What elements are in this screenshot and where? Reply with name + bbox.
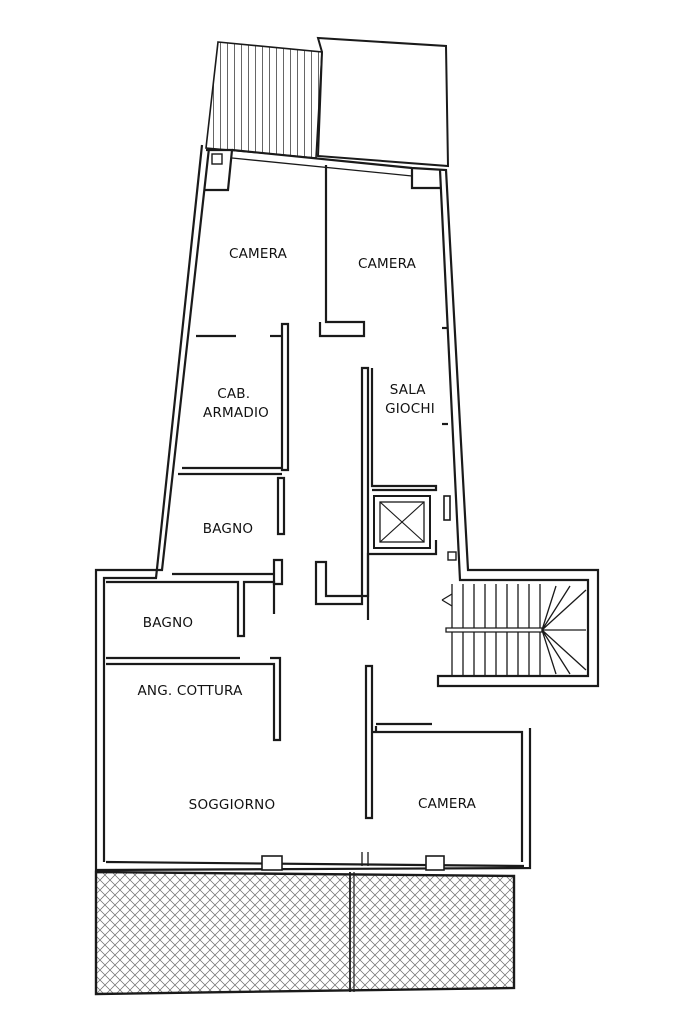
room-label-bagno-1: BAGNO	[203, 521, 253, 537]
room-label-soggiorno: SOGGIORNO	[189, 797, 276, 813]
outer-walls	[94, 144, 600, 872]
room-label-ang-cottura: ANG. COTTURA	[137, 683, 243, 699]
room-label-cab-armadio: CAB. ARMADIO	[203, 386, 269, 421]
room-label-sala-giochi: SALA GIOCHI	[385, 382, 435, 417]
terrace	[94, 870, 516, 996]
room-label-camera-2: CAMERA	[358, 256, 417, 272]
room-labels: CAMERA CAMERA CAB. ARMADIO SALA GIOCHI B…	[137, 246, 476, 813]
top-balcony	[205, 36, 450, 168]
column-marker	[447, 551, 457, 561]
staircase	[441, 584, 587, 676]
interior-walls	[105, 165, 525, 871]
room-label-camera-3: CAMERA	[418, 796, 477, 812]
room-label-bagno-2: BAGNO	[143, 615, 193, 631]
column-marker	[211, 153, 223, 165]
room-label-camera-1: CAMERA	[229, 246, 288, 262]
